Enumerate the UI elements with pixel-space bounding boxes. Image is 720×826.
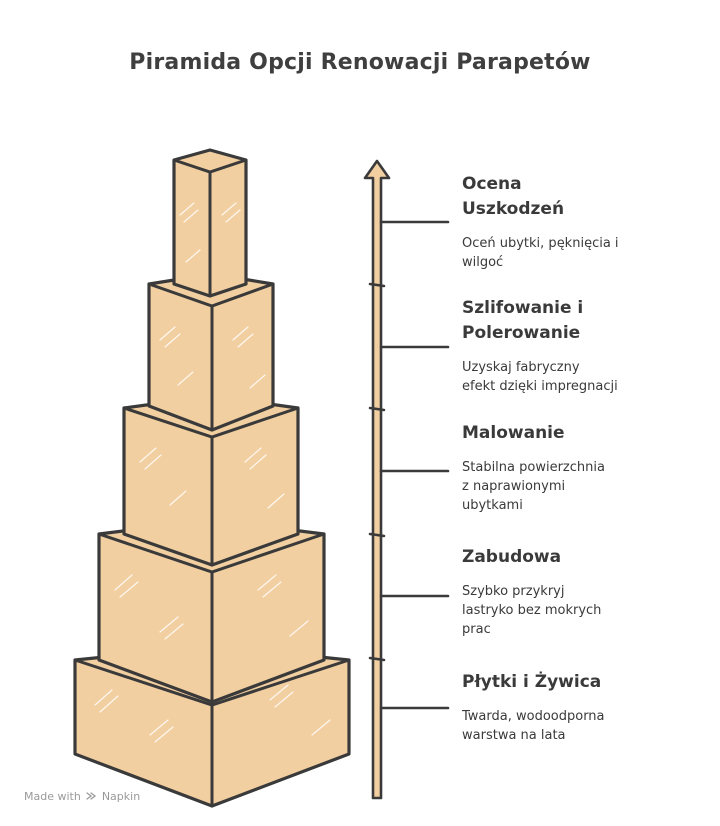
pyramid-block-2	[147, 272, 275, 432]
level-heading: Malowanie	[462, 421, 702, 446]
level-description: Stabilna powierzchnia z naprawionymi uby…	[462, 458, 702, 515]
level-heading-line: Ocena	[462, 174, 522, 194]
level-heading-line: Polerowanie	[462, 323, 581, 343]
level-description-line: ubytkami	[462, 498, 523, 513]
vertical-axis-arrow	[363, 159, 391, 800]
level-description-line: Twarda, wodoodporna	[462, 709, 605, 724]
level-description-line: Stabilna powierzchnia	[462, 460, 605, 475]
level-description: Uzyskaj fabryczny efekt dzięki impregnac…	[462, 358, 702, 396]
level-heading-line: Płytki i Żywica	[462, 672, 602, 692]
level-description-line: prac	[462, 622, 491, 637]
napkin-logo-icon	[86, 791, 97, 804]
connector-lines	[379, 220, 450, 710]
level-heading: Szlifowanie i Polerowanie	[462, 296, 702, 346]
level-heading: Płytki i Żywica	[462, 670, 702, 695]
level-heading: Zabudowa	[462, 545, 702, 570]
level-heading: Ocena Uszkodzeń	[462, 172, 702, 222]
level-description-line: Szybko przykryj	[462, 584, 565, 599]
level-heading-line: Szlifowanie i	[462, 298, 584, 318]
level-description-line: Uzyskaj fabryczny	[462, 360, 580, 375]
level-label-1: Ocena Uszkodzeń Oceń ubytki, pęknięcia i…	[462, 172, 702, 272]
level-heading-line: Malowanie	[462, 423, 565, 443]
level-description: Twarda, wodoodporna warstwa na lata	[462, 707, 702, 745]
pyramid-block-5	[73, 644, 351, 808]
level-description-line: z naprawionymi	[462, 479, 566, 494]
level-label-3: Malowanie Stabilna powierzchnia z napraw…	[462, 421, 702, 515]
page-title: Piramida Opcji Renowacji Parapetów	[129, 50, 591, 75]
level-description: Oceń ubytki, pęknięcia i wilgoć	[462, 234, 702, 272]
level-description: Szybko przykryj lastryko bez mokrych pra…	[462, 582, 702, 639]
pyramid-block-1	[172, 148, 248, 298]
level-heading-line: Uszkodzeń	[462, 199, 565, 219]
level-description-line: wilgoć	[462, 255, 504, 270]
level-label-2: Szlifowanie i Polerowanie Uzyskaj fabryc…	[462, 296, 702, 396]
level-description-line: lastryko bez mokrych	[462, 603, 602, 618]
level-description-line: efekt dzięki impregnacji	[462, 379, 618, 394]
made-with-napkin-watermark: Made with Napkin	[24, 790, 140, 804]
level-label-5: Płytki i Żywica Twarda, wodoodporna wars…	[462, 670, 702, 745]
level-description-line: warstwa na lata	[462, 728, 566, 743]
watermark-prefix: Made with	[24, 790, 81, 803]
pyramid-block-3	[122, 394, 300, 567]
level-label-4: Zabudowa Szybko przykryj lastryko bez mo…	[462, 545, 702, 639]
level-heading-line: Zabudowa	[462, 547, 562, 567]
level-description-line: Oceń ubytki, pęknięcia i	[462, 236, 619, 251]
watermark-brand: Napkin	[101, 790, 141, 803]
